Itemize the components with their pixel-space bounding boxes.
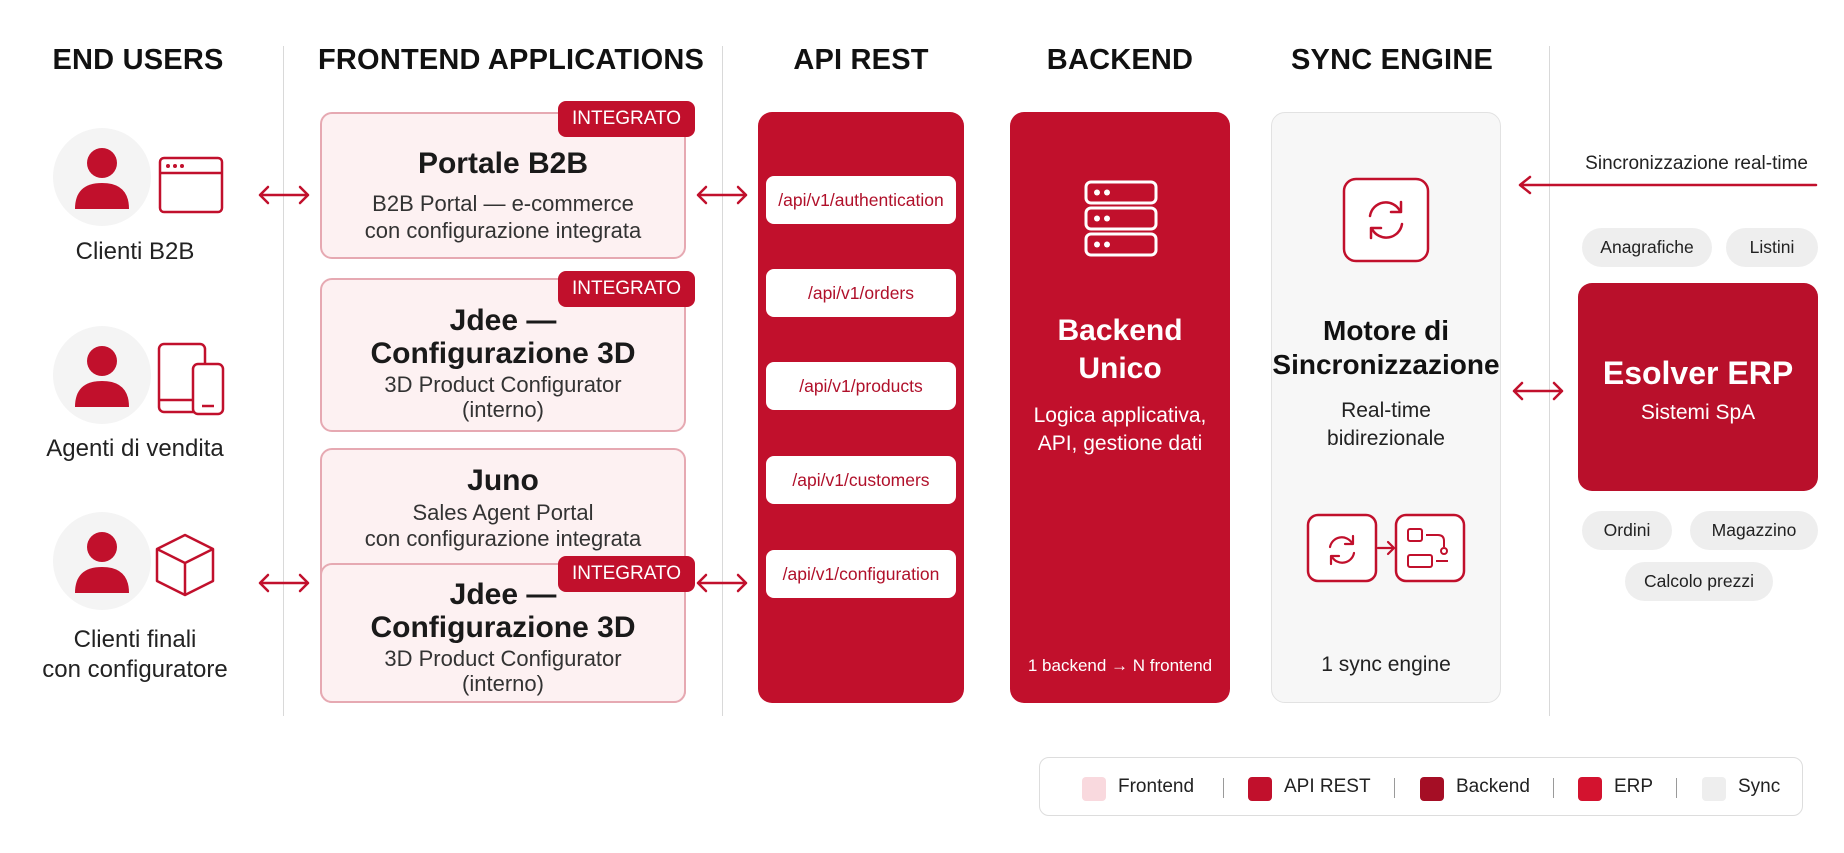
frontend-title: Configurazione 3D bbox=[370, 337, 636, 370]
api-endpoint-customers[interactable]: /api/v1/customers bbox=[766, 456, 956, 504]
bidirectional-arrow-icon bbox=[258, 573, 310, 593]
tag-magazzino: Magazzino bbox=[1690, 511, 1818, 550]
user-label: Agenti di vendita bbox=[46, 435, 224, 462]
browser-window-icon bbox=[158, 156, 224, 214]
frontend-desc: Sales Agent Portal bbox=[412, 500, 594, 525]
separator-2 bbox=[722, 46, 723, 716]
api-endpoint-configuration[interactable]: /api/v1/configuration bbox=[766, 550, 956, 598]
api-endpoint-products[interactable]: /api/v1/products bbox=[766, 362, 956, 410]
frontend-title: Portale B2B bbox=[417, 147, 589, 180]
frontend-jdee-1[interactable]: Jdee — Configurazione 3D 3D Product Conf… bbox=[320, 278, 686, 432]
tag-anagrafiche: Anagrafiche bbox=[1582, 228, 1712, 267]
integrato-badge: INTEGRATO bbox=[558, 556, 696, 592]
api-rest-column: /api/v1/authentication /api/v1/orders /a… bbox=[758, 112, 964, 703]
backend-desc: Logica applicativa, bbox=[1033, 404, 1207, 427]
legend-label: Frontend bbox=[1118, 776, 1195, 797]
bidirectional-arrow-icon bbox=[696, 573, 748, 593]
cube-icon bbox=[155, 533, 215, 597]
person-icon bbox=[75, 148, 129, 209]
frontend-desc: (interno) bbox=[462, 671, 544, 696]
backend-column: Backend Unico Logica applicativa, API, g… bbox=[1010, 112, 1230, 703]
header-sync: SYNC ENGINE bbox=[1290, 44, 1493, 76]
sync-title: Motore di bbox=[1323, 315, 1449, 346]
user-label: Clienti finali con configuratore bbox=[42, 626, 228, 683]
legend-label: Sync bbox=[1738, 776, 1781, 797]
frontend-desc: con configurazione integrata bbox=[364, 526, 642, 551]
frontend-desc: 3D Product Configurator bbox=[384, 372, 622, 397]
sync-desc: Real-time bbox=[1341, 399, 1431, 422]
legend-label: Backend bbox=[1456, 776, 1530, 797]
separator-1 bbox=[283, 46, 284, 716]
header-frontend: FRONTEND APPLICATIONS bbox=[318, 44, 705, 76]
legend-label: ERP bbox=[1614, 776, 1654, 797]
sync-desc: bidirezionale bbox=[1327, 427, 1445, 450]
sync-realtime-label: Sincronizzazione real-time bbox=[1585, 153, 1808, 174]
tag-calcolo-prezzi: Calcolo prezzi bbox=[1625, 562, 1773, 601]
backend-title: Backend bbox=[1057, 314, 1183, 347]
bidirectional-arrow-icon bbox=[258, 185, 310, 205]
arrow-left-icon bbox=[1518, 175, 1818, 195]
person-icon bbox=[75, 346, 129, 407]
backend-desc: API, gestione dati bbox=[1037, 432, 1203, 455]
legend-swatch-frontend bbox=[1082, 777, 1106, 801]
separator-3 bbox=[1549, 46, 1550, 716]
frontend-desc: con configurazione integrata bbox=[364, 218, 642, 243]
frontend-desc: 3D Product Configurator bbox=[384, 646, 622, 671]
integrato-badge: INTEGRATO bbox=[558, 101, 696, 137]
frontend-title: Juno bbox=[467, 464, 539, 497]
server-stack-icon bbox=[1084, 180, 1158, 257]
api-endpoint-orders[interactable]: /api/v1/orders bbox=[766, 269, 956, 317]
legend: Frontend API REST Backend ERP Sync bbox=[1039, 757, 1803, 816]
frontend-desc: B2B Portal — e-commerce bbox=[372, 191, 634, 216]
frontend-title: Configurazione 3D bbox=[370, 611, 636, 644]
devices-icon bbox=[157, 342, 225, 416]
sync-footer: 1 sync engine bbox=[1321, 653, 1451, 676]
sync-title: Sincronizzazione bbox=[1272, 349, 1500, 380]
header-backend: BACKEND bbox=[1046, 44, 1194, 76]
sync-icon bbox=[1342, 177, 1430, 263]
backend-footer: 1 backend → N frontend bbox=[1027, 656, 1213, 675]
backend-title: Unico bbox=[1078, 352, 1162, 385]
api-endpoint-authentication[interactable]: /api/v1/authentication bbox=[766, 176, 956, 224]
integrato-badge: INTEGRATO bbox=[558, 271, 696, 307]
frontend-title: Jdee — bbox=[449, 304, 557, 337]
sync-flow-icon bbox=[1306, 513, 1466, 583]
frontend-desc: (interno) bbox=[462, 397, 544, 422]
legend-swatch-erp bbox=[1578, 777, 1602, 801]
sync-engine-column: Motore di Sincronizzazione Real-time bid… bbox=[1271, 112, 1501, 703]
bidirectional-arrow-icon bbox=[696, 185, 748, 205]
user-label: Clienti B2B bbox=[75, 238, 195, 265]
legend-swatch-backend bbox=[1420, 777, 1444, 801]
bidirectional-arrow-icon bbox=[1512, 381, 1564, 401]
erp-box[interactable]: Esolver ERP Sistemi SpA bbox=[1578, 283, 1818, 491]
legend-swatch-sync bbox=[1702, 777, 1726, 801]
person-icon bbox=[75, 532, 129, 593]
erp-title: Esolver ERP bbox=[1602, 355, 1794, 391]
tag-listini: Listini bbox=[1726, 228, 1818, 267]
legend-swatch-api bbox=[1248, 777, 1272, 801]
header-end-users: END USERS bbox=[52, 44, 224, 76]
erp-subtitle: Sistemi SpA bbox=[1640, 401, 1756, 424]
frontend-title: Jdee — bbox=[449, 578, 557, 611]
tag-ordini: Ordini bbox=[1582, 511, 1672, 550]
header-api: API REST bbox=[793, 44, 929, 76]
legend-label: API REST bbox=[1284, 776, 1371, 797]
